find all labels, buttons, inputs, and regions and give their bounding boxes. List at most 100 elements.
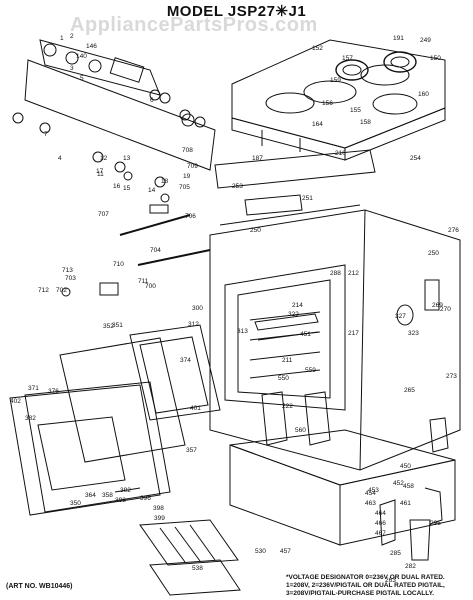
burner-element-left-front [265, 92, 315, 114]
bracket-705 [119, 214, 191, 236]
storage-drawer [229, 429, 456, 546]
part-number-label: 249 [420, 37, 431, 44]
part-number-label: 5 [80, 75, 84, 82]
part-number-label: 19 [183, 173, 191, 180]
part-number-label: 467 [375, 530, 386, 537]
part-number-label: 13 [123, 155, 131, 162]
part-number-label: 214 [292, 302, 303, 309]
part-number-label: 276 [448, 227, 459, 234]
surface-coil-right [383, 51, 417, 73]
part-number-label: 2 [70, 33, 74, 40]
part-number-label: 364 [85, 492, 96, 499]
part-number-label: 458 [403, 483, 414, 490]
part-number-label: 707 [98, 211, 109, 218]
part-number-label: 450 [400, 463, 411, 470]
bracket-704 [137, 249, 211, 266]
part-number-label: 466 [375, 520, 386, 527]
diagram-title: MODEL JSP27✳J1 [166, 3, 307, 20]
part-number-label: 295 [430, 520, 441, 527]
cooktop-assembly [231, 39, 446, 161]
part-number-label: 352 [103, 323, 114, 330]
part-number-label: 158 [360, 119, 371, 126]
part-number-label: 152 [312, 45, 323, 52]
part-number-label: 1 [60, 35, 64, 42]
broil-element [254, 313, 319, 341]
part-number-label: 191 [393, 35, 404, 42]
part-number-label: 212 [348, 270, 359, 277]
part-number-label: 382 [25, 415, 36, 422]
knob-left-3 [92, 151, 104, 163]
part-number-label: 712 [38, 287, 49, 294]
part-number-label: 15 [123, 185, 131, 192]
part-number-label: 254 [410, 155, 421, 162]
part-number-label: 150 [430, 55, 441, 62]
burner-element-left-rear [303, 80, 357, 104]
broiler-pan [139, 519, 241, 596]
knob-4 [181, 113, 195, 127]
part-number-label: 464 [375, 510, 386, 517]
part-number-label: 704 [150, 247, 161, 254]
part-number-label: 323 [408, 330, 419, 337]
part-number-label: 706 [185, 213, 196, 220]
part-number-label: 452 [393, 480, 404, 487]
part-number-label: 270 [440, 306, 451, 313]
knob-3 [88, 59, 102, 73]
part-number-label: 703 [65, 275, 76, 282]
part-number-label: 371 [28, 385, 39, 392]
surface-coil-left [335, 59, 369, 81]
part-number-label: 300 [192, 305, 203, 312]
part-number-label: 374 [180, 357, 191, 364]
knob-left-2 [39, 122, 51, 134]
part-number-label: 160 [418, 91, 429, 98]
vent-trim [214, 149, 376, 226]
oven-cabinet [209, 209, 461, 471]
part-number-label: 351 [112, 322, 123, 329]
part-number-label: 16 [113, 183, 121, 190]
door-outer-panel [9, 384, 161, 516]
voltage-note-line: 1=208V, 2=236V/PIGTAIL OR DUAL RATED PIG… [286, 582, 445, 589]
door-liner [59, 337, 186, 463]
part-number-label: 211 [282, 357, 293, 364]
part-number-label: 157 [342, 55, 353, 62]
part-number-label: 705 [179, 184, 190, 191]
part-number-label: 265 [404, 387, 415, 394]
knob-left-5 [123, 171, 133, 181]
part-number-label: 12 [100, 155, 108, 162]
part-number-label: 253 [232, 183, 243, 190]
part-number-label: 322 [288, 311, 299, 318]
part-number-label: 187 [252, 155, 263, 162]
part-number-label: 155 [350, 107, 361, 114]
part-number-label: 7 [44, 131, 48, 138]
part-number-label: 550 [278, 375, 289, 382]
clock-display [109, 57, 145, 83]
part-number-label: 327 [395, 313, 406, 320]
part-number-label: 461 [400, 500, 411, 507]
part-number-label: 140 [76, 53, 87, 60]
part-number-label: 156 [322, 100, 333, 107]
voltage-note-line: *VOLTAGE DESIGNATOR 0=236V OR DUAL RATED… [286, 574, 445, 581]
part-number-label: 263 [385, 577, 396, 584]
part-number-label: 288 [330, 270, 341, 277]
part-number-label: 210 [335, 150, 346, 157]
knob-1 [43, 43, 57, 57]
part-number-label: 4 [58, 155, 62, 162]
art-number: (ART NO. WB10446) [6, 583, 73, 590]
voltage-note: *VOLTAGE DESIGNATOR 0=236V OR DUAL RATED… [286, 574, 445, 598]
part-number-label: 273 [446, 373, 457, 380]
door-window [129, 324, 221, 421]
knob-2 [65, 51, 79, 65]
burner-element-right-front [372, 93, 418, 115]
part-number-label: 711 [138, 278, 149, 285]
part-number-label: 538 [192, 565, 203, 572]
part-number-label: 709 [187, 163, 198, 170]
part-number-label: 14 [148, 187, 156, 194]
part-number-label: 250 [428, 250, 439, 257]
part-number-label: 713 [62, 267, 73, 274]
part-number-label: 350 [70, 500, 81, 507]
part-number-label: 560 [295, 427, 306, 434]
oven-door-assembly [9, 324, 221, 516]
part-number-label: 146 [86, 43, 97, 50]
part-number-label: 222 [282, 403, 293, 410]
part-number-label: 710 [113, 261, 124, 268]
